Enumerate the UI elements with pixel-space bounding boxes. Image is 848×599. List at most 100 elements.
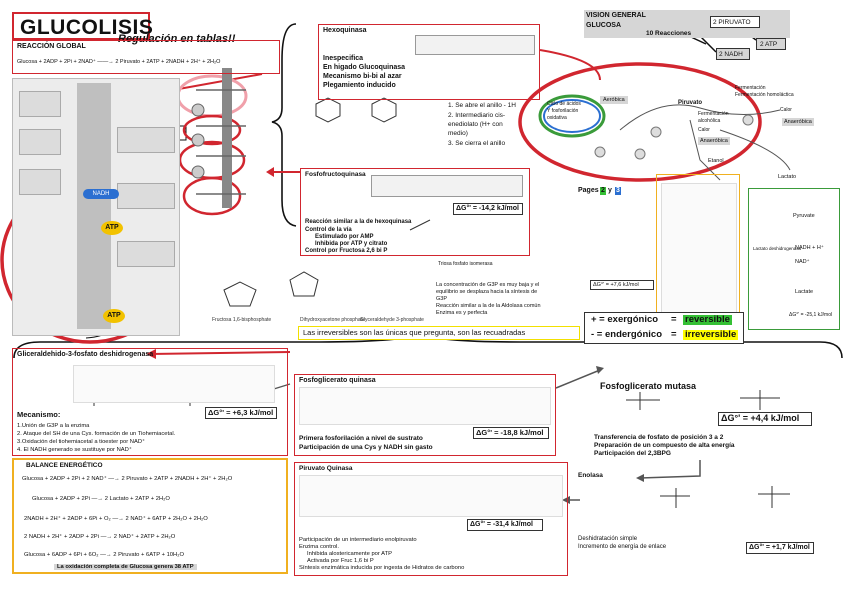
anillo-step-2c: medio): [448, 130, 468, 137]
ldh-green-box: Pyruvate NADH + H⁺ Lactato deshidrogenas…: [748, 188, 840, 330]
enolasa-title: Enolasa: [578, 472, 603, 479]
gapdh-mec-title: Mecanismo:: [17, 411, 60, 419]
legend-irreversible: irreversible: [683, 330, 738, 340]
pfk-line-5: Control por Fructosa 2,6 bi P: [305, 248, 387, 255]
pgm-section: Fosfoglicerato mutasa ΔG°' = +4,4 kJ/mol…: [590, 380, 840, 458]
anillo-steps: 1. Se abre el anillo - 1H 2. Intermediar…: [446, 100, 524, 156]
ov-lactato: Lactato: [778, 174, 796, 180]
reaccion-global-label: REACCIÓN GLOBAL: [17, 43, 86, 51]
hexoquinasa-line-2: En higado Glucoquinasa: [323, 64, 405, 72]
vision-atp: 2 ATP: [756, 38, 786, 50]
page-2: 2: [600, 187, 606, 195]
vision-piruvato: 2 PIRUVATO: [710, 16, 760, 28]
ov-homolactica: Fermentación homoláctica: [735, 93, 794, 99]
anillo-step-2: 2. Intermediario cis-: [448, 112, 505, 119]
hexoquinasa-line-1: Inespecifica: [323, 55, 363, 63]
gapdh-title: Gliceraldehido-3-fosfato deshidrogenasa: [17, 351, 153, 359]
ldh-nad: NAD⁺: [795, 259, 810, 265]
pfk-title: Fosfofructoquinasa: [305, 171, 366, 178]
pgk-dg: ΔG°' = -18,8 kJ/mol: [476, 429, 544, 437]
balance-title: BALANCE ENERGÉTICO: [26, 462, 103, 469]
pfk-line-3: Estimulado por AMP: [315, 234, 373, 241]
hexoquinasa-line-3: Mecanismo bi-bi al azar: [323, 73, 402, 81]
pk-reaction-figure: [299, 475, 563, 517]
pgm-dg: ΔG°' = +4,4 kJ/mol: [721, 414, 799, 424]
ldh-lactate: Lactate: [795, 289, 813, 295]
pages-ref: Pages 2 y 3: [578, 186, 622, 198]
pfk-dg-box: ΔG°' = -14,2 kJ/mol: [453, 203, 523, 215]
legend-reversible: reversible: [683, 315, 732, 325]
pgm-title: Fosfoglicerato mutasa: [600, 382, 696, 392]
aldolasa-notes: La concentración de G3P es muy baja y el…: [436, 282, 576, 326]
aldolasa-dg: ΔG°' = +7,6 kJ/mol: [593, 282, 639, 288]
pfk-line-4: Inhibida por ATP y citrato: [315, 241, 387, 248]
irreversibles-banner: Las irreversibles son las únicas que pre…: [298, 326, 580, 340]
structures-figure: [661, 183, 737, 325]
anillo-step-2b: enediolato (H+ con: [448, 121, 503, 128]
anillo-step-1: 1. Se abre el anillo - 1H: [448, 102, 516, 109]
pgk-box: Fosfoglicerato quinasa ΔG°' = -18,8 kJ/m…: [294, 374, 556, 456]
reaction-notes-3: [117, 241, 175, 267]
reaction-notes-2: [117, 183, 175, 209]
pgk-reaction-figure: [299, 387, 551, 425]
anillo-step-3: 3. Se cierra el anillo: [448, 140, 505, 147]
pathway-column: [77, 83, 111, 329]
pfk-line-2: Control de la vía: [305, 227, 352, 234]
pk-dg-box: ΔG°' = -31,4 kJ/mol: [467, 519, 543, 531]
gapdh-box: Gliceraldehido-3-fosfato deshidrogenasa …: [12, 348, 288, 456]
ov-fermentacion-2: Fermentación: [698, 112, 729, 118]
mol-dhap: Dihydroxyacetone phosphate: [300, 318, 365, 324]
page-3: 3: [615, 187, 621, 195]
vision-nadh: 2 NADH: [716, 48, 750, 60]
vision-general-title: VISION GENERAL: [586, 12, 646, 20]
legend-minus: - = endergónico: [591, 330, 662, 340]
pgk-dg-box: ΔG°' = -18,8 kJ/mol: [473, 427, 549, 439]
atp-badge-1: ATP: [101, 221, 123, 235]
pfk-line-1: Reacción similar a la de hexoquinasa: [305, 219, 411, 226]
ov-piruvato: Piruvato: [678, 100, 702, 107]
gapdh-dg: ΔG°' = +6,3 kJ/mol: [208, 409, 273, 417]
pk-box: Piruvato Quinasa ΔG°' = -31,4 kJ/mol Par…: [294, 462, 568, 576]
ov-oxidativa: oxidativa: [547, 116, 567, 122]
hexoquinasa-title: Hexoquinasa: [323, 27, 367, 35]
pk-dg: ΔG°' = -31,4 kJ/mol: [470, 521, 533, 529]
aldolasa-dg-box: ΔG°' = +7,6 kJ/mol: [590, 280, 654, 290]
reaccion-global-box: REACCIÓN GLOBAL Glucosa + 2ADP + 2Pi + 2…: [12, 40, 280, 74]
nadh-badge: NADH: [83, 189, 119, 199]
balance-box: BALANCE ENERGÉTICO Glucosa + 2ADP + 2Pi …: [12, 458, 288, 574]
enolasa-dg: ΔG°' = +1,7 kJ/mol: [749, 544, 810, 552]
ldh-pyruvate: Pyruvate: [793, 213, 815, 219]
pfk-reaction-figure: [371, 175, 523, 197]
atp-badge-2: ATP: [103, 309, 125, 323]
g6p-structure: [19, 129, 61, 155]
hexoquinasa-reaction-figure: [415, 35, 535, 55]
pgk-title: Fosfoglicerato quinasa: [299, 377, 376, 385]
ov-ciclo: Ciclo de ácidos: [547, 102, 581, 108]
f6p-structure: [19, 169, 61, 195]
ldh-dg: ΔG°' = -25,1 kJ/mol: [789, 313, 832, 319]
reaccion-global-equation: Glucosa + 2ADP + 2Pi + 2NAD⁺ ——→ 2 Piruv…: [17, 59, 220, 65]
fosfofructoquinasa-box: Fosfofructoquinasa Reacción similar a la…: [300, 168, 530, 256]
balance-footer: La oxidación completa de Glucosa genera …: [54, 564, 197, 570]
structures-orange-box: [656, 174, 740, 332]
gapdh-reaction-figure: [73, 365, 275, 403]
legend-plus: + = exergónico: [591, 315, 658, 325]
reaction-notes-1: [117, 127, 175, 153]
legend-box: + = exergónico = reversible - = endergón…: [584, 312, 744, 344]
vision-reacciones: 10 Reacciones: [646, 30, 691, 37]
pgm-dg-box: ΔG°' = +4,4 kJ/mol: [718, 412, 812, 426]
gapdh-dg-box: ΔG°' = +6,3 kJ/mol: [205, 407, 277, 419]
enolasa-section: Enolasa Deshidratación simple Incremento…: [574, 466, 840, 556]
pathway-image-panel: NADH ATP ATP: [12, 78, 180, 336]
overview-ellipse: [520, 64, 760, 180]
pk-title: Piruvato Quinasa: [299, 465, 352, 472]
mol-f16bp: Fructosa 1,6-bisphosphate: [212, 318, 271, 324]
mol-g3p: Glyceraldehyde 3-phosphate: [360, 318, 424, 324]
ov-fosforilacion: Y fosforilación: [547, 109, 578, 115]
glucose-structure: [19, 91, 61, 117]
hexoquinasa-line-4: Plegamiento inducido: [323, 82, 396, 90]
pfk-dg: ΔG°' = -14,2 kJ/mol: [456, 205, 519, 213]
ov-fermentacion: Fermentación: [735, 86, 766, 92]
ov-calor-2: Calor: [780, 108, 792, 114]
ov-anaerobica: Anaeróbica: [698, 137, 730, 145]
